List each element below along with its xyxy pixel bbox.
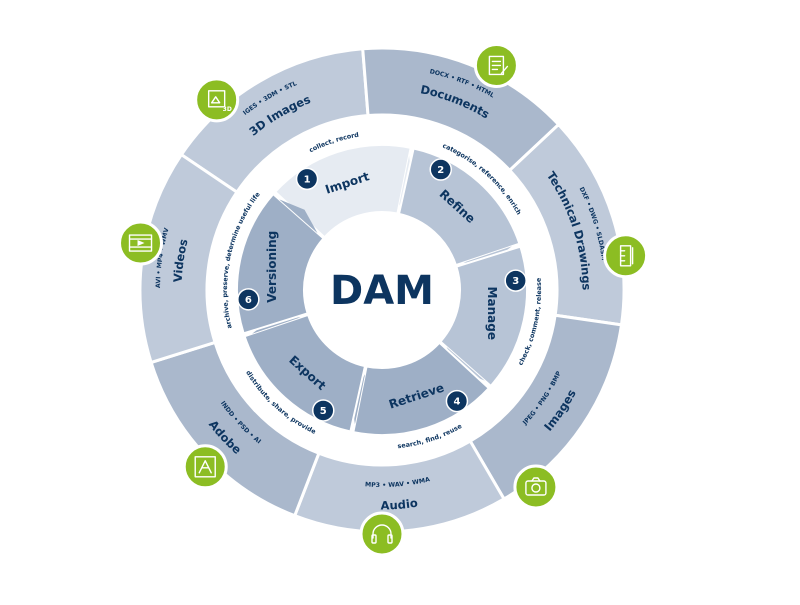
step-number: 2 (437, 165, 444, 176)
process-step-shape (397, 147, 521, 267)
3d-image-icon: 3D (194, 77, 240, 123)
process-step-arrow (279, 199, 318, 234)
step-number-badge (504, 269, 527, 292)
format-icon-badge (603, 233, 649, 279)
process-step-arrow (446, 346, 485, 381)
adobe-icon (182, 444, 228, 490)
headphones-icon (359, 511, 405, 557)
center-title: DAM (330, 268, 434, 314)
format-title-path: Audio (381, 496, 419, 513)
process-step-shape (243, 313, 367, 433)
process-step-label: Versioning (265, 231, 279, 303)
step-number: 3 (512, 276, 519, 287)
format-icon-badge (194, 77, 240, 123)
step-number-badge (445, 389, 469, 413)
format-icon-badge (513, 464, 559, 510)
icon-3d-glyph: 3D (223, 106, 232, 113)
format-icon-badge (182, 444, 228, 490)
step-number-badge (429, 158, 452, 181)
technical-drawing-icon (603, 233, 649, 279)
step-number-badge (312, 399, 335, 422)
step-number: 1 (304, 174, 311, 185)
step-number-badge (237, 288, 260, 311)
process-step-arrow (463, 246, 512, 264)
process-step-label: Manage (485, 287, 499, 340)
format-icon-badge (359, 511, 405, 557)
center-hub: DAM (308, 216, 456, 364)
process-step-arrow (252, 316, 301, 334)
format-segment-shape (138, 152, 239, 365)
document-icon (473, 42, 519, 88)
format-title: Audio (381, 496, 419, 513)
center-disc (308, 216, 456, 364)
step-number-badge (295, 167, 319, 191)
camera-icon (513, 464, 559, 510)
step-number: 4 (453, 397, 460, 408)
video-icon (118, 220, 164, 266)
format-icons: 3D (118, 42, 649, 557)
step-number: 5 (320, 406, 327, 417)
step-number: 6 (245, 295, 252, 306)
